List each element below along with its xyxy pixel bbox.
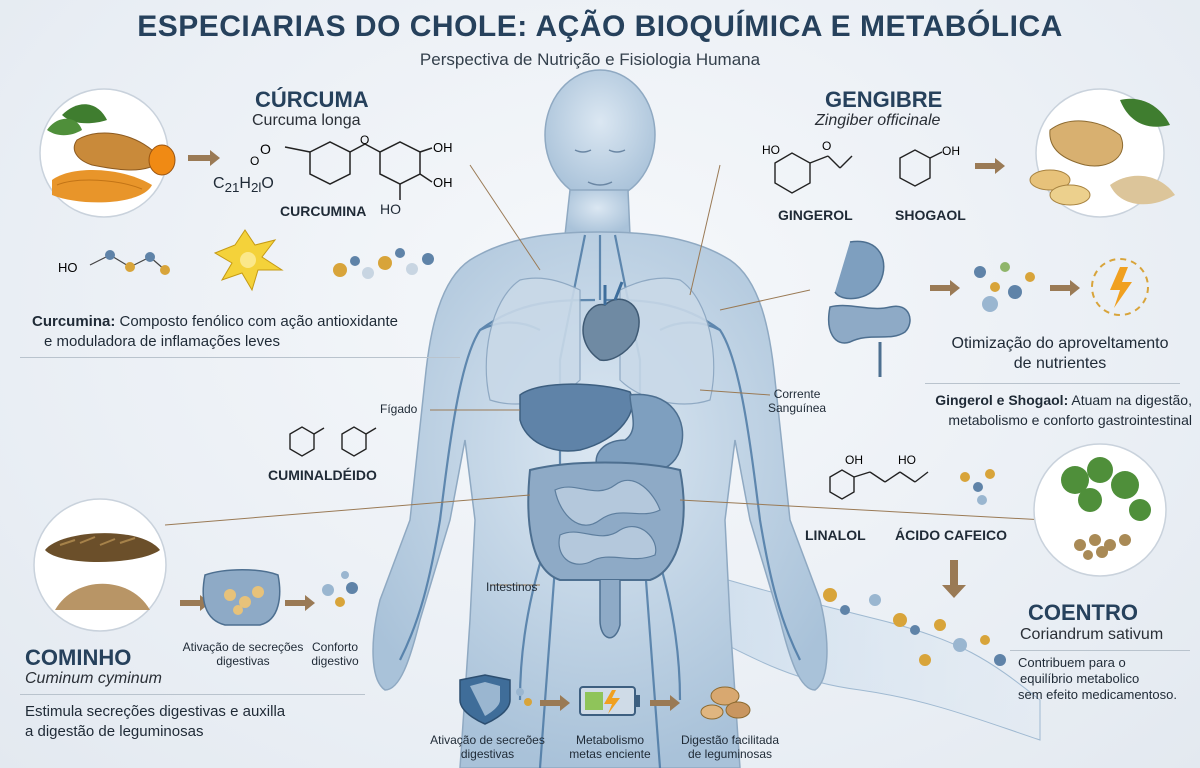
cumin-digestion-flow <box>202 569 358 626</box>
digestion-flow-ginger <box>828 240 1149 377</box>
beans-icon <box>700 686 751 720</box>
cuminaldehyde-structure <box>289 426 377 457</box>
coentro-description: Contribuem para o equilíbrio metabolico … <box>1018 655 1177 702</box>
ginger-image <box>1029 88 1175 218</box>
nutrient-particles <box>823 588 1006 666</box>
curcumin-formula: C21H2lO <box>213 175 274 196</box>
turmeric-image <box>39 88 176 218</box>
caffeic-ho: HO <box>898 453 916 467</box>
liver-label: Fígado <box>380 402 418 416</box>
oxygen-atom-3: O <box>360 133 369 147</box>
gengibre-scientific: Zingiber officinale <box>815 112 941 129</box>
liver-icon <box>519 383 634 452</box>
curcuma-divider <box>20 357 460 358</box>
bottom-flow-icons <box>459 674 751 725</box>
coentro-name: COENTRO <box>1028 600 1138 625</box>
page-subtitle: Perspectiva de Nutrição e Fisiologia Hum… <box>419 50 761 69</box>
oxygen-atom: O <box>260 141 271 157</box>
lightning-icon <box>213 229 284 292</box>
shogaol-label: SHOGAOL <box>895 207 966 223</box>
cominho-divider <box>20 694 365 695</box>
gingerol-label: GINGEROL <box>778 207 853 223</box>
gingerol-shogaol-structures: HO O OH <box>762 139 960 194</box>
curcuma-scientific: Curcuma longa <box>252 112 361 129</box>
energy-cycle-icon <box>1091 258 1149 316</box>
acido-cafeico-label: ÁCIDO CAFEICO <box>895 527 1007 543</box>
oxygen-atom-2: O <box>250 154 259 168</box>
coentro-divider <box>1010 650 1190 651</box>
oh-group-3: HO <box>380 201 401 217</box>
gingerol-o: O <box>822 139 831 153</box>
linalol-label: LINALOL <box>805 527 866 543</box>
leader-lines <box>164 164 1046 586</box>
ho-group: HO <box>58 260 78 275</box>
linalol-caffeic-structures: OH HO <box>829 453 995 505</box>
gengibre-name: GENGIBRE <box>825 87 943 112</box>
battery-icon <box>579 686 640 716</box>
intestine-label: Intestinos <box>486 580 538 594</box>
page-title: ESPECIARIAS DO CHOLE: AÇÃO BIOQUÍMICA E … <box>137 10 1063 43</box>
curcumina-label: CURCUMINA <box>280 203 367 219</box>
cominho-name: COMINHO <box>25 645 132 670</box>
coentro-scientific: Coriandrum sativum <box>1020 626 1164 643</box>
curcumin-structure: O O O OH OH <box>250 133 453 200</box>
coriander-image <box>1033 443 1167 577</box>
cuminaldeido-label: CUMINALDÉIDO <box>268 467 377 483</box>
shogaol-oh: OH <box>942 144 960 158</box>
flow-arrows <box>180 150 1080 711</box>
curcuma-name: CÚRCUMA <box>255 87 369 112</box>
oh-group-2: OH <box>433 175 453 190</box>
gengibre-description: Gingerol e Shogaol: Atuam na digestão, m… <box>935 392 1192 428</box>
heart-icon <box>582 281 640 362</box>
linalol-oh: OH <box>845 453 863 467</box>
curcuma-description: Curcumina: Composto fenólico com ação an… <box>32 313 399 350</box>
antioxidant-flow: HO <box>58 229 434 292</box>
oh-group-1: OH <box>433 140 453 155</box>
cumin-image <box>33 498 167 632</box>
cominho-scientific: Cuminum cyminum <box>25 670 162 687</box>
gingerol-ho: HO <box>762 143 780 157</box>
intestine-icon <box>527 461 685 639</box>
shield-icon <box>459 674 511 725</box>
gengibre-divider <box>925 383 1180 384</box>
